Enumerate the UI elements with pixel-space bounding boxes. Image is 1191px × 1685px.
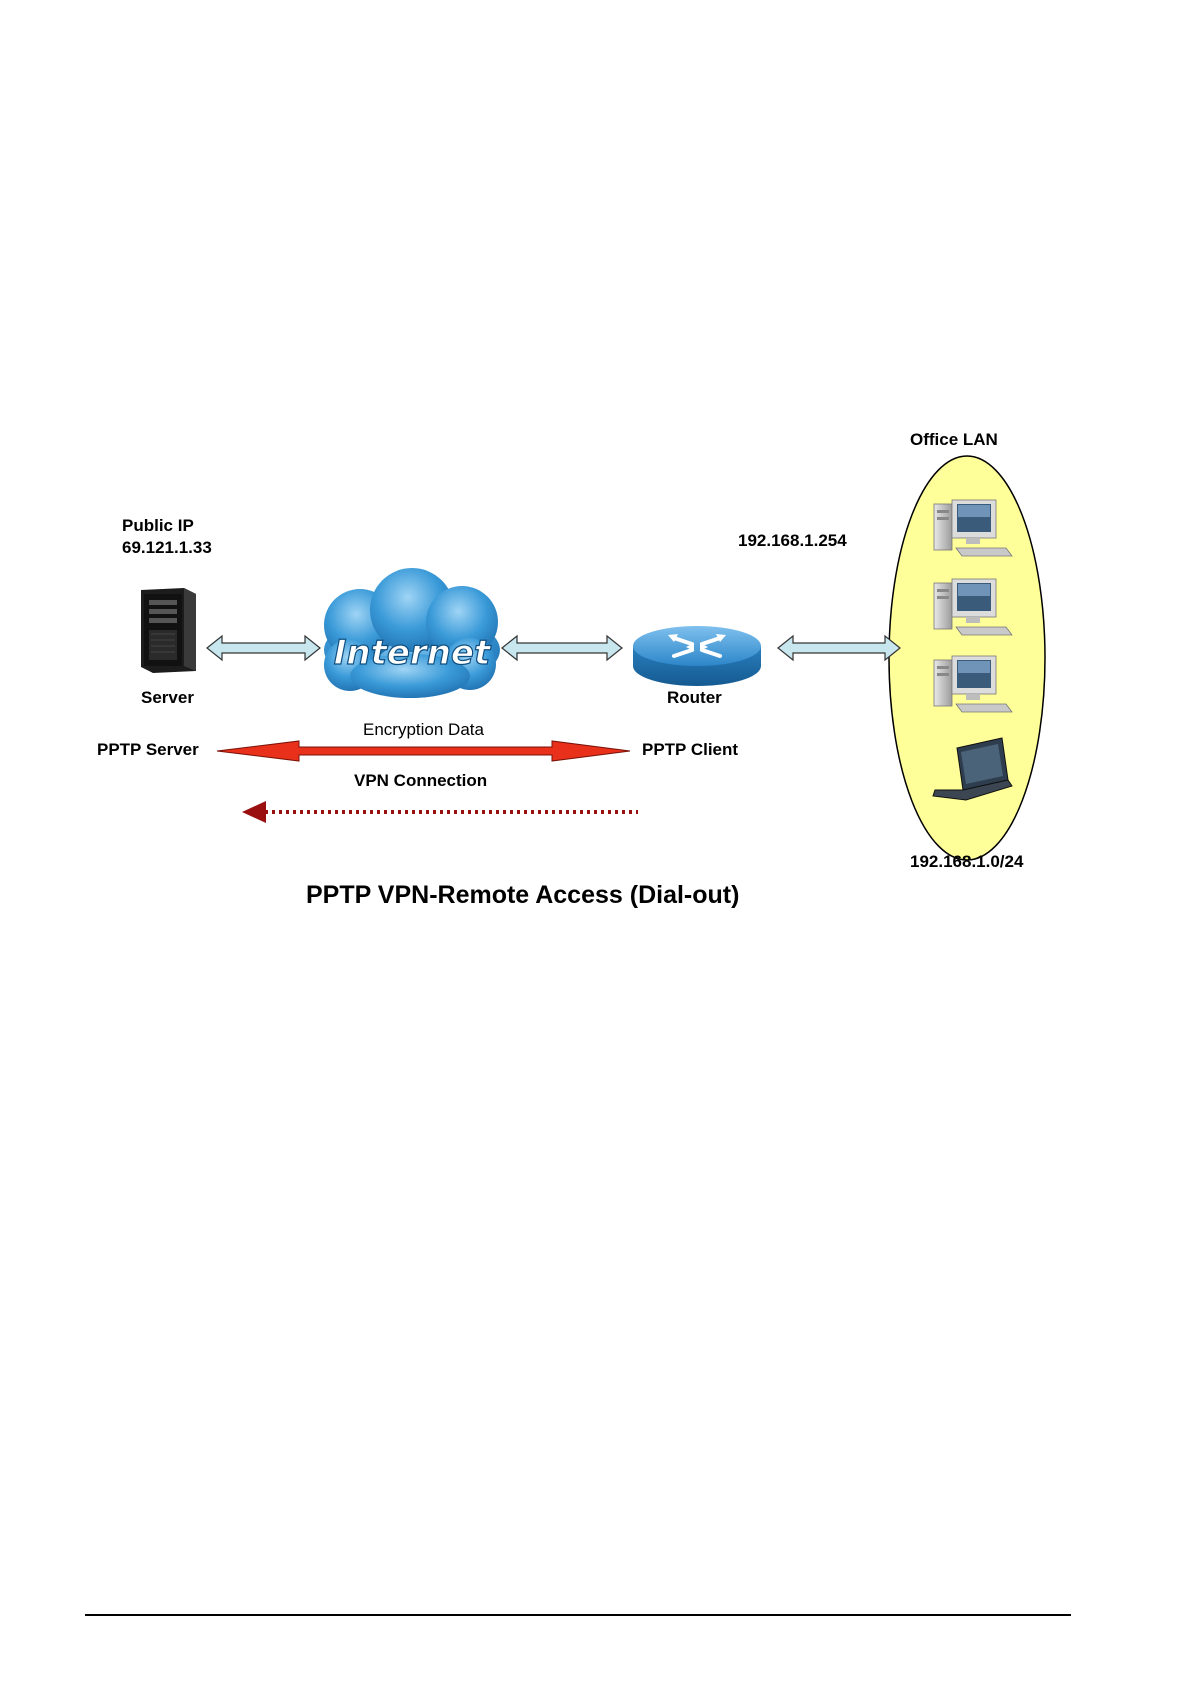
link-arrow-server-internet <box>207 636 320 660</box>
encryption-data-label: Encryption Data <box>363 720 484 740</box>
pptp-server-label: PPTP Server <box>97 740 199 760</box>
vpn-connection-label: VPN Connection <box>354 771 487 791</box>
internet-label: Internet <box>334 633 492 673</box>
router-icon <box>633 626 761 686</box>
link-arrow-internet-router <box>502 636 622 660</box>
lan-subnet-label: 192.168.1.0/24 <box>910 852 1023 872</box>
link-arrow-router-lan <box>778 636 900 660</box>
server-label: Server <box>141 688 194 708</box>
diagram-caption: PPTP VPN-Remote Access (Dial-out) <box>306 881 739 910</box>
footer-rule <box>85 1614 1071 1616</box>
router-label: Router <box>667 688 722 708</box>
vpn-tunnel-arrow <box>217 741 630 761</box>
dial-out-dotted-arrow <box>242 801 638 823</box>
server-icon <box>141 588 196 673</box>
public-ip-label: Public IP <box>122 516 194 536</box>
pptp-client-label: PPTP Client <box>642 740 738 760</box>
router-lan-ip: 192.168.1.254 <box>738 531 847 551</box>
public-ip-value: 69.121.1.33 <box>122 538 212 558</box>
internet-cloud-icon: Internet <box>324 568 500 698</box>
office-lan-label: Office LAN <box>910 430 998 450</box>
